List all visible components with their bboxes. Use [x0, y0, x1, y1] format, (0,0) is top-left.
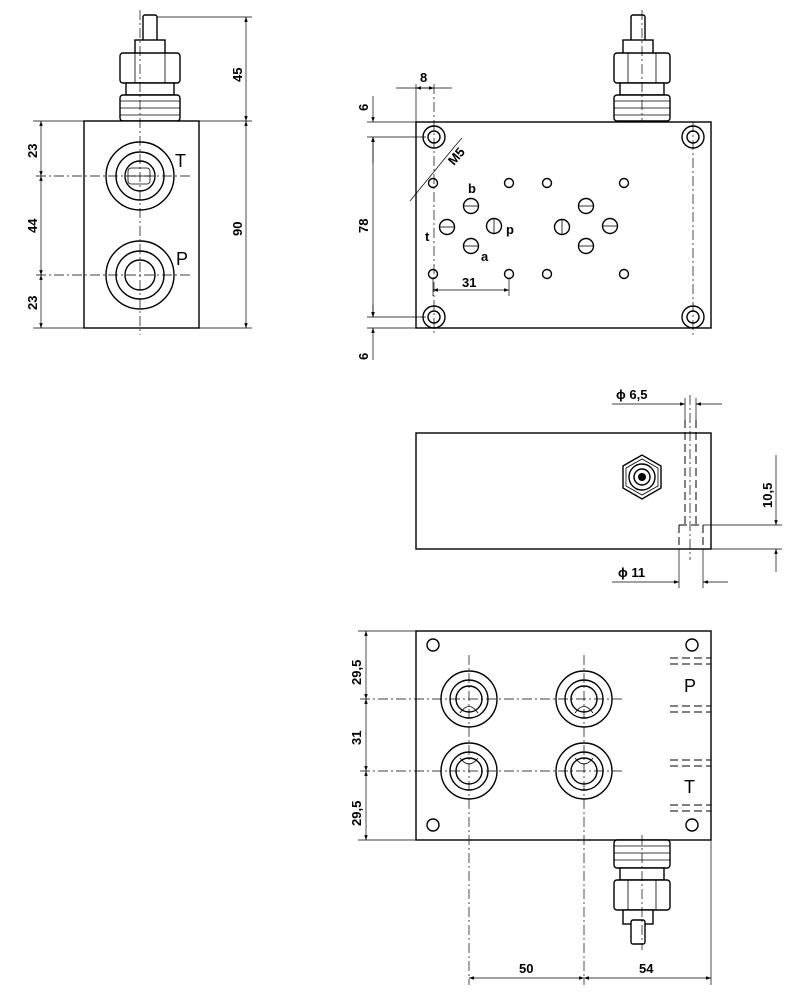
bottom-dim-50: 50 — [519, 961, 533, 976]
top-cartridge — [613, 10, 671, 125]
side-dim-23-bottom: 23 — [25, 296, 40, 310]
top-dim-31: 31 — [462, 275, 476, 290]
top-port-p-label: p — [506, 222, 514, 237]
top-port-a-label: a — [481, 249, 489, 264]
top-block — [415, 121, 712, 329]
top-dim-6-bottom: 6 — [356, 353, 371, 360]
bottom-port-p-label: P — [684, 676, 696, 696]
side-cartridge — [119, 14, 181, 122]
front-dim-105: 10,5 — [760, 483, 775, 508]
bottom-side-port-markers — [670, 657, 711, 812]
front-dim-phi11: ϕ 11 — [618, 565, 645, 580]
top-small-holes — [427, 177, 630, 280]
side-dim-23-top: 23 — [25, 144, 40, 158]
front-block — [415, 432, 712, 550]
top-port-t-label: t — [425, 229, 430, 244]
top-ports-right — [553, 197, 619, 255]
side-view: T P 45 90 23 44 23 — [25, 10, 252, 335]
top-ports-left — [438, 197, 503, 255]
bottom-dim-31: 31 — [349, 731, 364, 745]
top-port-b-label: b — [468, 181, 476, 196]
front-hex-fitting — [622, 454, 662, 500]
bottom-cartridge — [613, 835, 671, 950]
bottom-dim-295-bottom: 29,5 — [349, 801, 364, 826]
side-dim-44: 44 — [25, 218, 40, 233]
side-port-p-label: P — [176, 249, 188, 269]
bottom-dim-295-top: 29,5 — [349, 660, 364, 685]
side-dim-45: 45 — [230, 68, 245, 82]
bottom-corner-holes — [426, 638, 699, 832]
side-port-t-label: T — [175, 151, 186, 171]
top-dim-6-top: 6 — [356, 104, 371, 111]
top-dim-78: 78 — [356, 219, 371, 233]
front-view: ϕ 6,5 ϕ 11 10,5 — [415, 387, 782, 588]
front-dim-phi65: ϕ 6,5 — [616, 387, 647, 402]
bottom-port-t-label: T — [684, 777, 695, 797]
bottom-dim-54: 54 — [639, 961, 654, 976]
top-dim-8: 8 — [420, 70, 427, 85]
top-view: b t p a 8 6 78 6 31 M5 — [356, 10, 712, 360]
bottom-block — [415, 630, 712, 841]
bottom-view: P T 29,5 31 29,5 50 54 — [349, 630, 712, 985]
side-dim-90: 90 — [230, 222, 245, 236]
side-block — [83, 120, 200, 329]
